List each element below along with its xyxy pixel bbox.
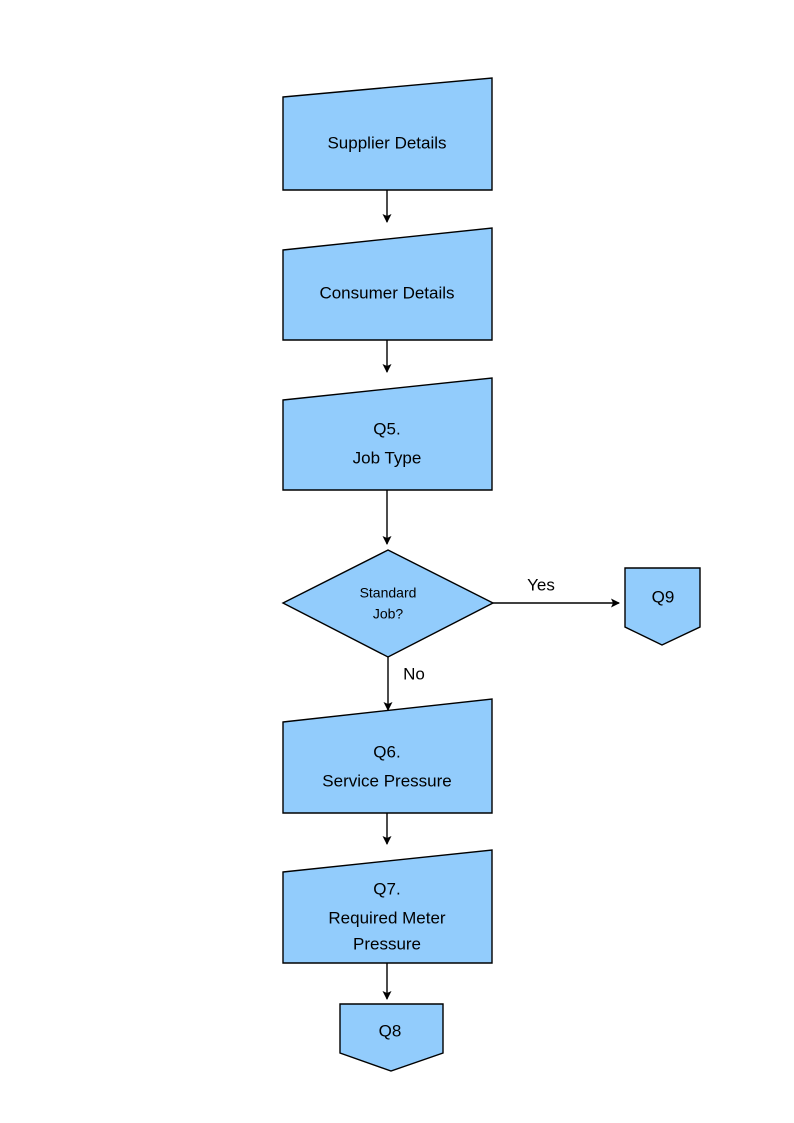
q8-shape[interactable] bbox=[339, 1003, 444, 1072]
node-q6-service-pressure[interactable]: Q6. Service Pressure bbox=[282, 698, 493, 814]
edge-decision-to-q6: No bbox=[383, 657, 425, 711]
node-q5-job-type[interactable]: Q5. Job Type bbox=[282, 377, 493, 491]
q8-label: Q8 bbox=[379, 1021, 402, 1040]
q5-job-type-label-line2: Job Type bbox=[353, 448, 422, 467]
q7-required-meter-pressure-shape[interactable] bbox=[282, 849, 493, 964]
supplier-details-label: Supplier Details bbox=[327, 133, 446, 152]
q9-shape[interactable] bbox=[624, 567, 701, 646]
edge-label-no: No bbox=[403, 664, 425, 683]
node-standard-job-decision[interactable]: Standard Job? bbox=[281, 549, 495, 658]
q6-service-pressure-shape[interactable] bbox=[282, 698, 493, 814]
node-q9[interactable]: Q9 bbox=[624, 567, 701, 646]
node-consumer-details[interactable]: Consumer Details bbox=[282, 227, 493, 341]
q7-label-line2: Required Meter bbox=[328, 908, 446, 927]
edge-decision-to-q9: Yes bbox=[493, 575, 620, 608]
q5-job-type-label-line1: Q5. bbox=[373, 419, 400, 438]
node-supplier-details[interactable]: Supplier Details bbox=[282, 77, 493, 191]
q6-service-pressure-label-line2: Service Pressure bbox=[322, 771, 451, 790]
supplier-details-shape[interactable] bbox=[282, 77, 493, 191]
q9-label: Q9 bbox=[652, 587, 675, 606]
q7-label-line3: Pressure bbox=[353, 934, 421, 953]
standard-job-decision-label-line1: Standard bbox=[360, 585, 417, 601]
q6-service-pressure-label-line1: Q6. bbox=[373, 742, 400, 761]
edge-label-yes: Yes bbox=[527, 575, 555, 594]
q7-label-line1: Q7. bbox=[373, 879, 400, 898]
consumer-details-label: Consumer Details bbox=[319, 283, 454, 302]
q5-job-type-shape[interactable] bbox=[282, 377, 493, 491]
node-q8[interactable]: Q8 bbox=[339, 1003, 444, 1072]
consumer-details-shape[interactable] bbox=[282, 227, 493, 341]
node-q7-required-meter-pressure[interactable]: Q7. Required Meter Pressure bbox=[282, 849, 493, 964]
standard-job-decision-shape[interactable] bbox=[281, 549, 495, 658]
standard-job-decision-label-line2: Job? bbox=[373, 606, 404, 622]
